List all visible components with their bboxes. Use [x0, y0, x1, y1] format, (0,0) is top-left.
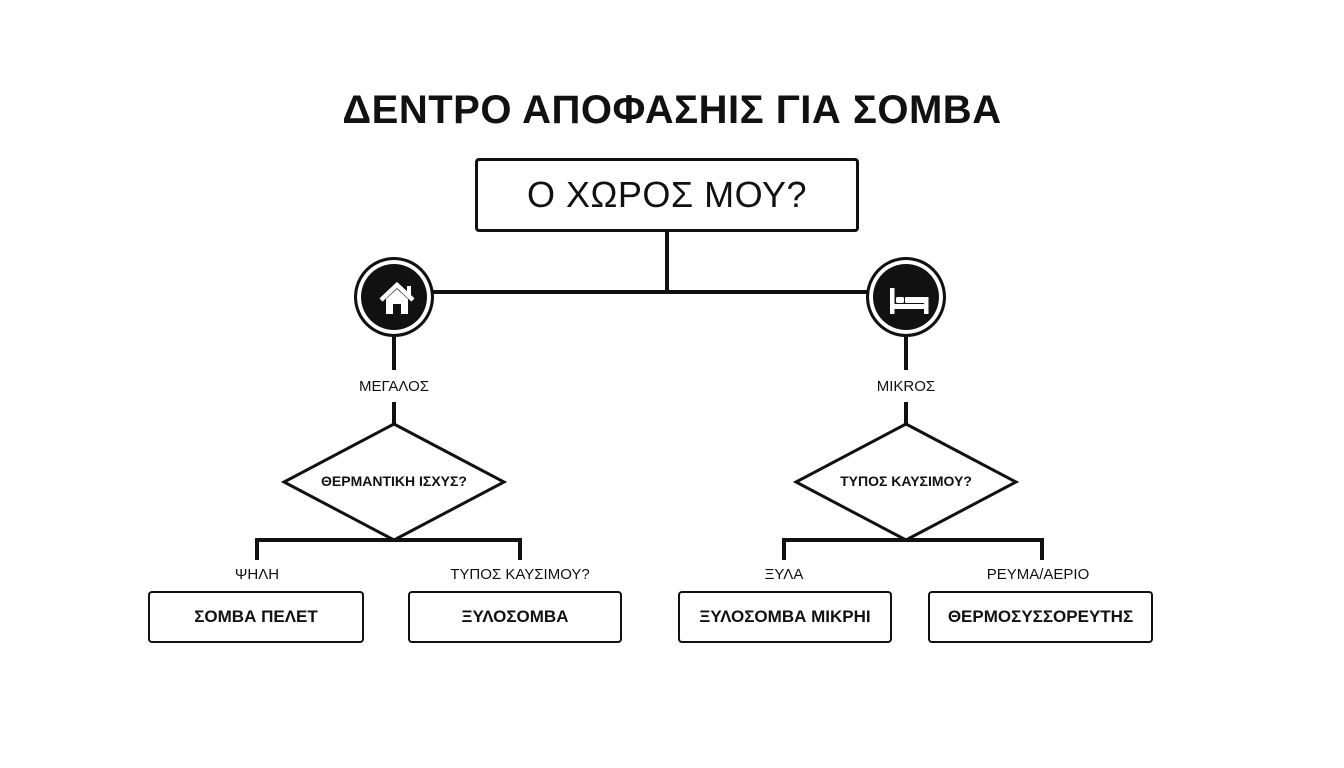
result-box-small-wood-stove: ΞΥΛΟΣΟΜΒΑ ΜΙΚΡΗΙ — [678, 591, 892, 643]
root-question-text: Ο ΧΩΡΟΣ ΜΟΥ? — [526, 174, 808, 215]
right-diamond-question: ΤΥΠΟΣ ΚΑΥΣΙΜΟΥ? — [840, 473, 972, 489]
option-label-fuel-type: ΤΥΠΟΣ ΚΑΥΣΙΜΟΥ? — [450, 566, 590, 583]
branch-label-small: ΜΙΚRΟΣ — [806, 378, 1006, 395]
root-question-box: Ο ΧΩΡΟΣ ΜΟΥ? — [475, 158, 859, 232]
result-box-pellet-stove: ΣΟΜΒΑ ΠΕΛΕΤ — [148, 591, 364, 643]
result-text: ΣΟΜΒΑ ΠΕΛΕΤ — [194, 607, 318, 626]
option-label-high: ΨΗΛΗ — [234, 566, 280, 583]
page-title: ΔΕΝΤΡΟ ΑΠΟΦΑΣΗΙΣ ΓΙΑ ΣΟΜΒΑ — [342, 88, 1002, 132]
left-diamond-question: ΘΕΡΜΑΝΤΙΚΗ ΙΣΧΥΣ? — [321, 473, 467, 489]
result-box-storage-heater: ΘΕΡΜΟΣΥΣΣΟΡΕΥΤΗΣ — [928, 591, 1153, 643]
result-text: ΘΕΡΜΟΣΥΣΣΟΡΕΥΤΗΣ — [947, 607, 1134, 626]
left-split-bar — [255, 538, 522, 560]
result-box-wood-stove: ΞΥΛΟΣΟΜΒΑ — [408, 591, 622, 643]
right-decision-diamond — [792, 422, 1020, 542]
right-split-bar — [782, 538, 1044, 560]
bed-icon — [866, 257, 946, 337]
option-label-electric-gas: ΡΕΥΜΑ/ΑΕΡΙΟ — [986, 566, 1090, 583]
result-text: ΞΥΛΟΣΟΜΒΑ ΜΙΚΡΗΙ — [699, 607, 871, 626]
option-label-wood: ΞΥΛΑ — [764, 566, 804, 583]
branch-label-large: ΜΕΓΑΛΟΣ — [294, 378, 494, 395]
left-decision-diamond — [280, 422, 508, 542]
result-text: ΞΥΛΟΣΟΜΒΑ — [461, 607, 569, 626]
house-icon — [354, 257, 434, 337]
